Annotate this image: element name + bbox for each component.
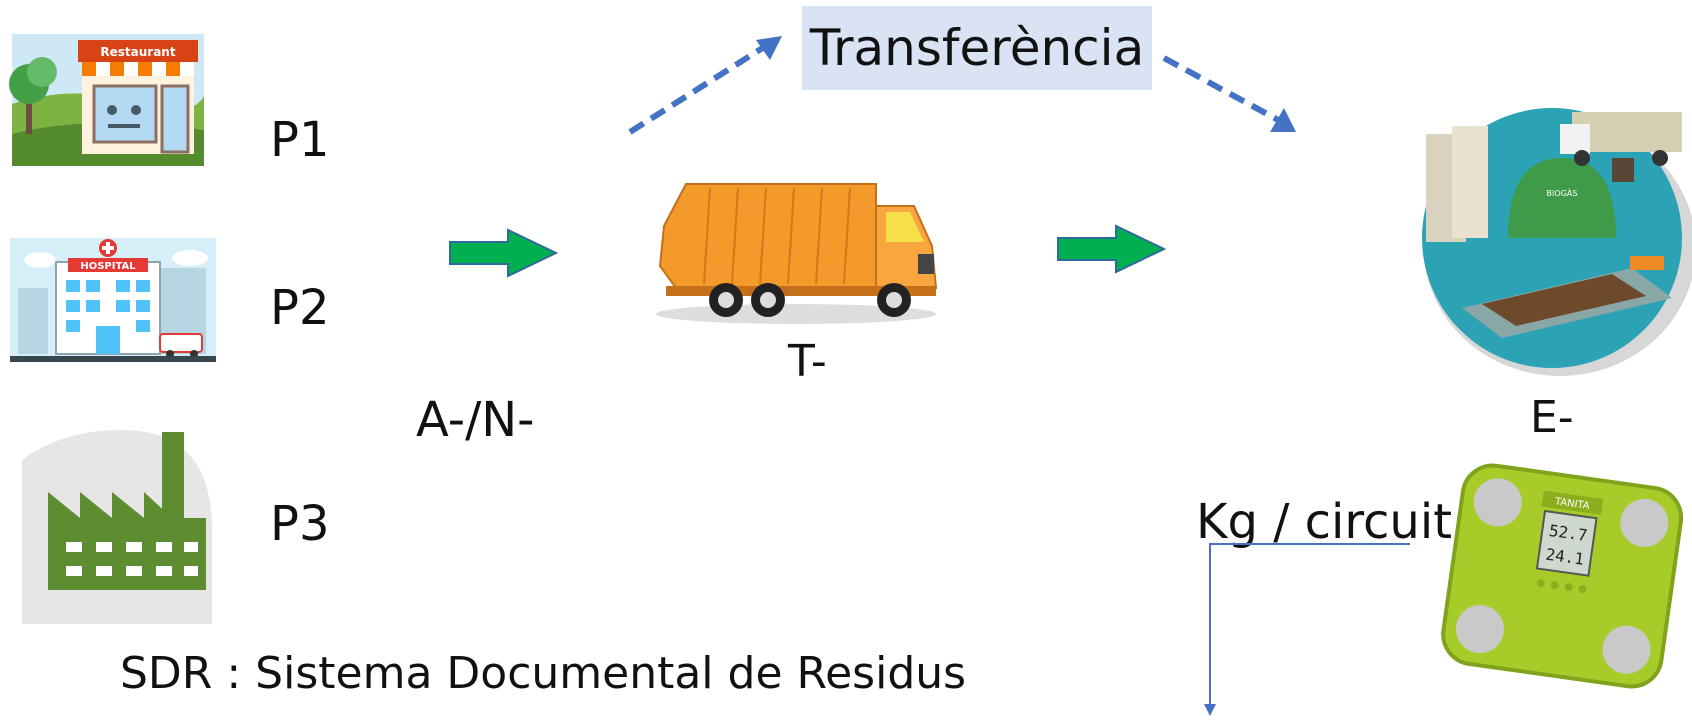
manager-label: E- [1530,392,1574,443]
weight-connector-arrow [1204,543,1410,716]
transport-label: T- [788,336,827,387]
scale-brand: TANITA [1553,496,1590,512]
producer-label-p1: P1 [270,112,330,168]
transfer-label-box: Transferència [802,6,1152,90]
biogas-sign: BIOGÀS [1547,187,1578,198]
weighing-scale-icon: TANITA 52.7 24.1 [1441,463,1684,689]
producer-label-p3: P3 [270,496,330,552]
transfer-arrow-down [1162,55,1296,132]
garbage-truck-icon [656,183,938,324]
weight-label: Kg / circuit [1196,494,1453,550]
footer-text: SDR : Sistema Documental de Residus [120,648,967,699]
flow-arrow-to-manager [1057,224,1167,274]
transfer-label: Transferència [809,19,1145,77]
producer-label-p2: P2 [270,280,330,336]
restaurant-icon: Restaurant [9,34,204,166]
hospital-sign: HOSPITAL [80,261,136,272]
transfer-arrow-up [628,36,782,135]
flow-arrow-to-truck [449,228,559,278]
carrier-label: A-/N- [416,392,535,448]
factory-icon [22,430,212,624]
restaurant-sign: Restaurant [100,45,175,59]
hospital-icon: HOSPITAL [10,238,216,362]
biogas-plant-icon: BIOGÀS [1422,108,1692,376]
